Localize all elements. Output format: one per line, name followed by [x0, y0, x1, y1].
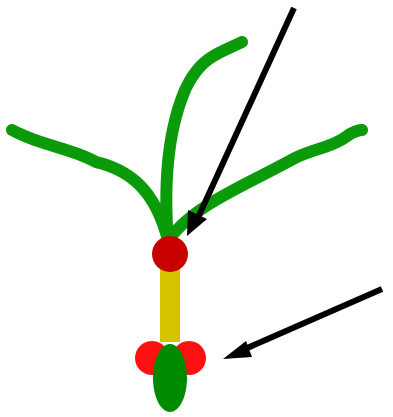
lower-arrowhead — [223, 341, 252, 359]
green-bud — [153, 344, 187, 412]
plant-stem-group — [135, 236, 206, 412]
lower-arrow-icon — [223, 289, 382, 359]
plant-branches — [12, 42, 362, 242]
left-branch — [12, 130, 168, 240]
lower-arrow-shaft — [238, 289, 382, 352]
red-node — [152, 236, 188, 272]
yellow-stem — [160, 262, 180, 342]
